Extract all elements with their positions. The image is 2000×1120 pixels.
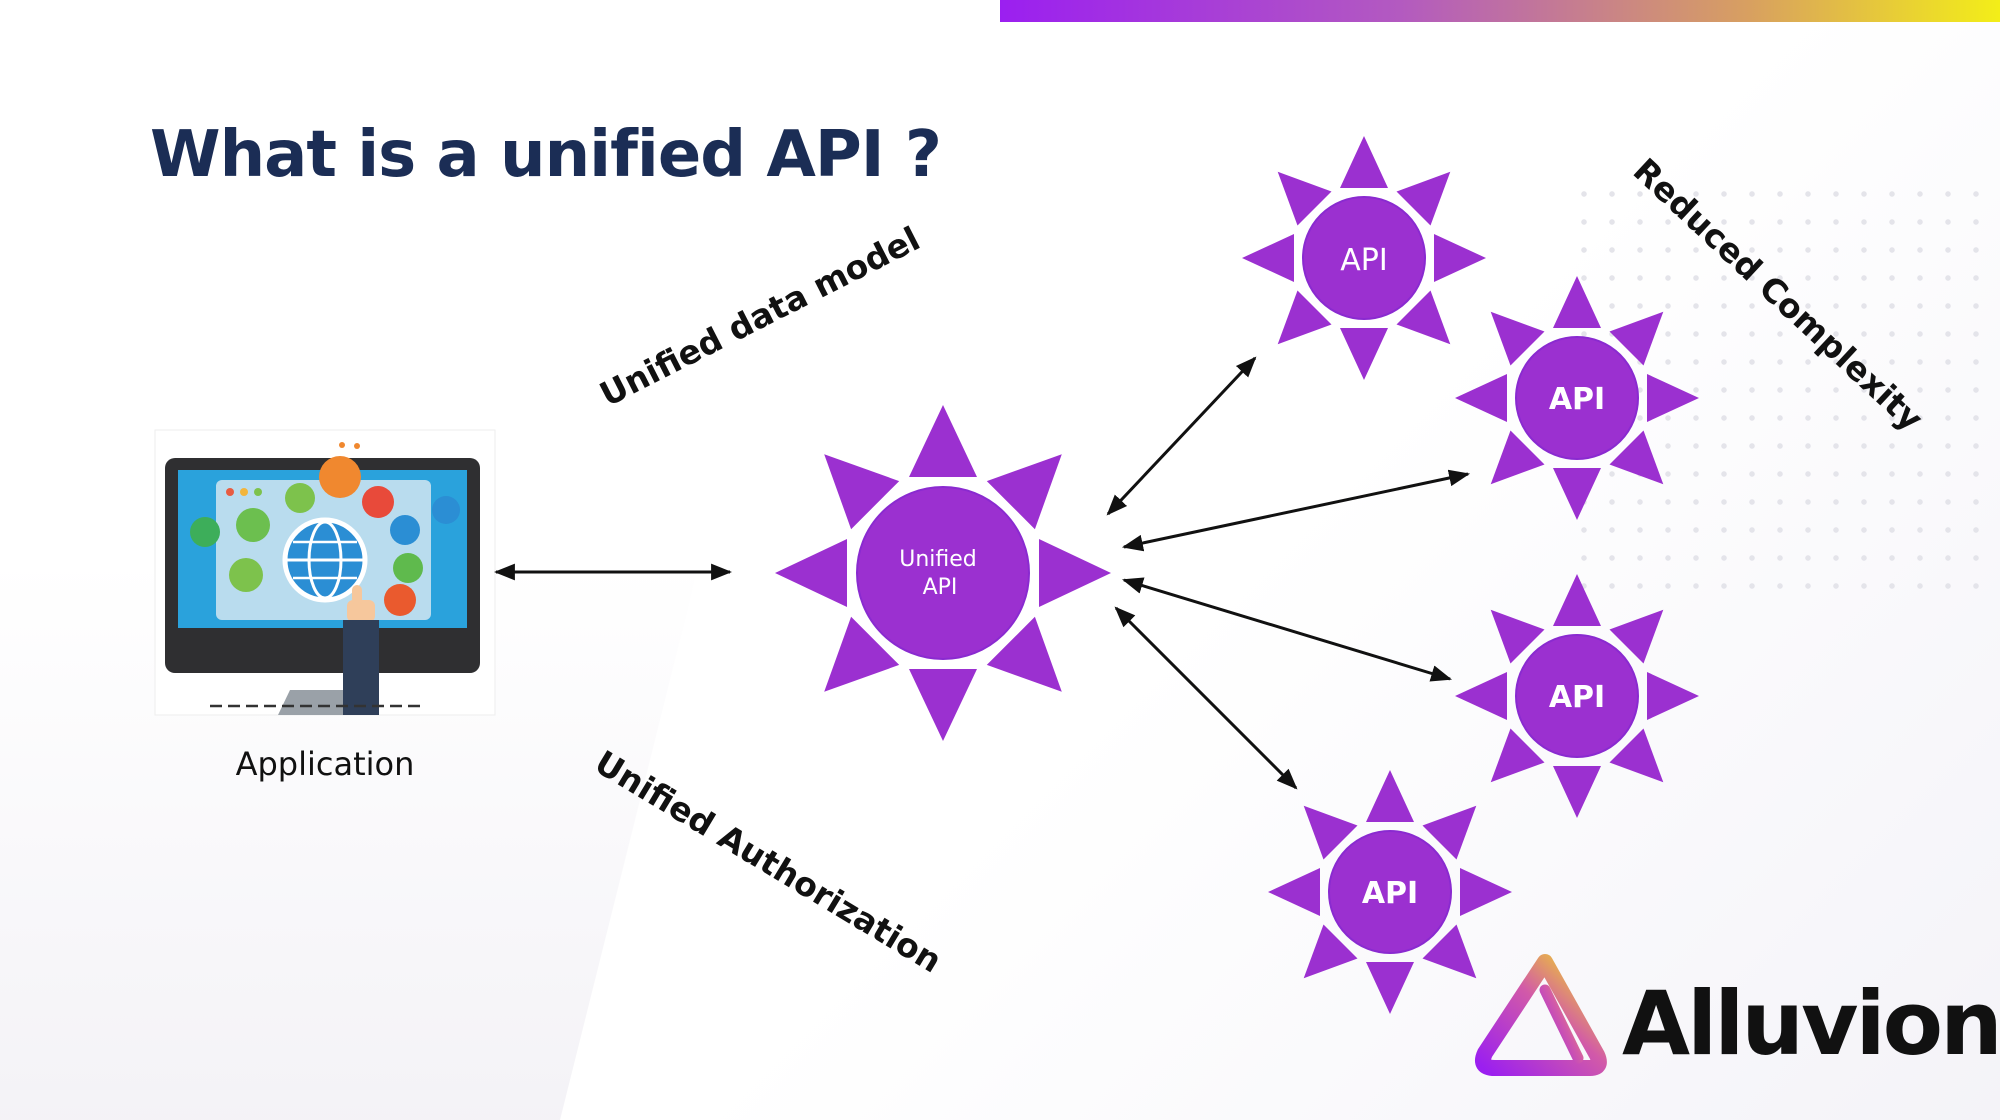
api-node-1-ray	[1242, 234, 1294, 282]
api-node-2-ray	[1490, 430, 1545, 485]
logo-wordmark: Alluvion	[1622, 972, 2000, 1075]
api-node-4-label: API	[1362, 876, 1418, 911]
hub-sun-ray	[986, 616, 1062, 692]
api-node-2-ray	[1647, 374, 1699, 422]
api-node-4-rays	[1268, 770, 1512, 1014]
arrow-hub-to-api-2	[1121, 469, 1471, 552]
alluvion-logo-icon	[1475, 954, 1607, 1076]
application-monitor-icon	[154, 429, 496, 716]
hub-sun-ray	[824, 454, 900, 530]
arrow-hub-to-api-4	[1114, 606, 1298, 790]
hub-sun-ray	[986, 454, 1062, 530]
api-node-3-ray	[1609, 609, 1664, 664]
api-node-3-ray	[1490, 609, 1545, 664]
api-node-1-ray	[1396, 171, 1451, 226]
api-node-2-ray	[1455, 374, 1507, 422]
api-node-2-ray	[1490, 311, 1545, 366]
api-node-2-ray	[1609, 430, 1664, 485]
api-node-3-circle	[1515, 634, 1639, 758]
api-node-4-ray	[1460, 868, 1512, 916]
api-node-3-ray	[1609, 728, 1664, 783]
api-node-2: API	[1455, 276, 1699, 520]
api-node-2-rays	[1455, 276, 1699, 520]
api-node-1: API	[1242, 136, 1486, 380]
hub-label-line1: Unified	[899, 547, 977, 572]
api-node-1-rays	[1242, 136, 1486, 380]
api-node-2-ray	[1553, 468, 1601, 520]
api-node-4-ray	[1303, 924, 1358, 979]
api-node-4-ray	[1366, 962, 1414, 1014]
api-node-3-label: API	[1549, 680, 1605, 715]
api-node-4-circle	[1328, 830, 1452, 954]
top-gradient-bar	[1000, 0, 2000, 22]
api-node-1-ray	[1277, 290, 1332, 345]
api-node-1-ray	[1277, 171, 1332, 226]
api-node-2-ray	[1553, 276, 1601, 328]
application-caption: Application	[235, 745, 415, 783]
api-node-1-ray	[1340, 136, 1388, 188]
dot-pattern	[1570, 180, 2000, 600]
api-node-4-ray	[1303, 805, 1358, 860]
hub-sun-ray	[909, 405, 977, 477]
api-node-1-circle	[1302, 196, 1426, 320]
api-node-3-ray	[1553, 766, 1601, 818]
api-node-3-ray	[1553, 574, 1601, 626]
api-node-1-ray	[1340, 328, 1388, 380]
api-node-2-circle	[1515, 336, 1639, 460]
arrow-hub-to-api-1	[1106, 356, 1257, 516]
api-node-4-ray	[1268, 868, 1320, 916]
api-node-2-ray	[1609, 311, 1664, 366]
page-title: What is a unified API ?	[150, 118, 942, 192]
api-node-1-ray	[1434, 234, 1486, 282]
api-node-4-ray	[1422, 805, 1477, 860]
api-node-3-ray	[1647, 672, 1699, 720]
api-node-4-ray	[1366, 770, 1414, 822]
api-node-3-ray	[1490, 728, 1545, 783]
hub-sun-ray	[775, 539, 847, 607]
api-node-3: API	[1455, 574, 1699, 818]
hub-sun-ray	[1039, 539, 1111, 607]
api-node-4-ray	[1422, 924, 1477, 979]
hub-sun-rays	[775, 405, 1111, 741]
hub-label-line2: API	[923, 575, 958, 600]
hub-sun-ray	[909, 669, 977, 741]
api-node-1-ray	[1396, 290, 1451, 345]
connection-arrows	[493, 356, 1471, 790]
api-node-3-ray	[1455, 672, 1507, 720]
api-node-2-label: API	[1549, 382, 1605, 417]
hub-sun-ray	[824, 616, 900, 692]
unified-api-hub: Unified API	[775, 405, 1111, 741]
api-node-3-rays	[1455, 574, 1699, 818]
api-node-4: API	[1268, 770, 1512, 1014]
hub-circle	[856, 486, 1030, 660]
api-node-1-label: API	[1340, 243, 1387, 278]
